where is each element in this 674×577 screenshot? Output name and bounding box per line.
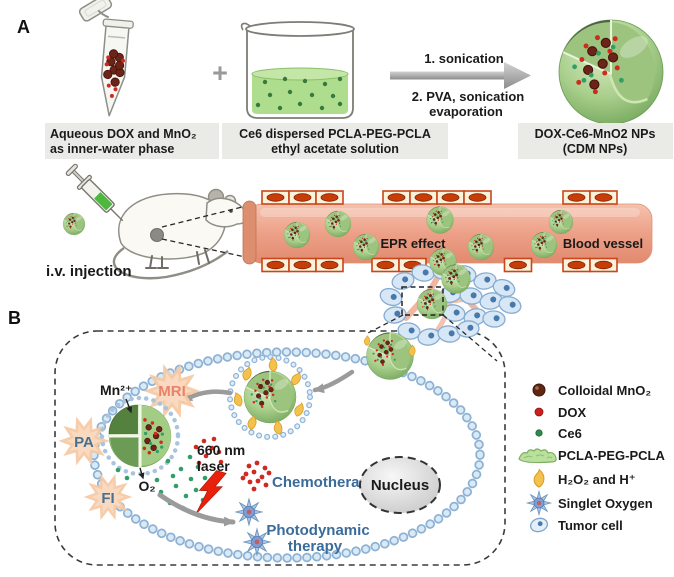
caption-product-line2: (CDM NPs) bbox=[563, 142, 628, 156]
caption-product: DOX-Ce6-MnO2 NPs (CDM NPs) bbox=[518, 123, 673, 159]
cell-membrane bbox=[89, 347, 485, 563]
caption-tube-line1: Aqueous DOX and MnO₂ bbox=[50, 127, 197, 141]
syringe-icon bbox=[65, 163, 124, 222]
nanoparticle-icon bbox=[441, 264, 471, 294]
pdt-label-line1: Photodynamic bbox=[266, 522, 369, 539]
caption-beaker-line2: ethyl acetate solution bbox=[271, 142, 399, 156]
panel-b-label: B bbox=[8, 308, 21, 328]
chemotherapy-label: Chemotherapy bbox=[272, 474, 378, 491]
step-sonication: 1. sonication bbox=[424, 51, 504, 66]
iv-injection-label: i.v. injection bbox=[46, 263, 132, 280]
ce6-dot-icon bbox=[535, 429, 543, 437]
panel-a: + 1. sonication 2. PVA, sonication evapo… bbox=[45, 0, 673, 159]
lightning-bolt-icon bbox=[195, 470, 227, 515]
chemo-dox-dots bbox=[240, 460, 272, 492]
ce6-dots bbox=[255, 76, 343, 111]
laser-label-line1: 660 nm bbox=[197, 442, 245, 458]
nucleus: Nucleus bbox=[359, 456, 441, 514]
fi-label: FI bbox=[101, 490, 114, 507]
singlet-oxygen-icon bbox=[526, 490, 552, 516]
mn2-arrow bbox=[125, 398, 133, 414]
legend-label: PCLA-PEG-PCLA bbox=[558, 448, 666, 463]
legend-item: Singlet Oxygen bbox=[526, 490, 653, 516]
legend-item: H₂O₂ and H⁺ bbox=[533, 469, 636, 488]
pdt-arrow bbox=[157, 492, 236, 527]
legend-item: DOX bbox=[534, 405, 587, 420]
tumor-site bbox=[150, 228, 164, 242]
zoom-target-box bbox=[401, 286, 444, 316]
released-dox-dots bbox=[193, 436, 224, 466]
epr-effect-label: EPR effect bbox=[380, 236, 446, 251]
nanoparticle-icon bbox=[243, 370, 297, 424]
tumor-cell-icon bbox=[529, 517, 549, 533]
beaker-icon bbox=[240, 21, 355, 119]
singlet-oxygen-icon bbox=[235, 498, 263, 526]
laser-label-line2: laser bbox=[197, 458, 230, 474]
mno2-dot-icon bbox=[532, 383, 546, 397]
zoom-lines-cell bbox=[367, 314, 498, 362]
polymer-icon bbox=[518, 448, 557, 464]
caption-tube: Aqueous DOX and MnO₂ as inner-water phas… bbox=[45, 123, 219, 159]
mri-label: MRI bbox=[158, 383, 186, 400]
flame-icon bbox=[363, 335, 371, 346]
endosome bbox=[227, 354, 313, 440]
step-pva: 2. PVA, sonication bbox=[412, 89, 525, 104]
legend-item: Ce6 bbox=[535, 426, 582, 441]
legend-item: Tumor cell bbox=[529, 517, 623, 533]
uptake-arrow bbox=[312, 369, 355, 394]
circulation-section: i.v. injection EPR effect Blood vesse bbox=[46, 163, 653, 280]
plus-sign: + bbox=[212, 58, 228, 88]
tumor-cell-cluster bbox=[367, 248, 524, 362]
caption-tube-line2: as inner-water phase bbox=[50, 142, 174, 156]
legend-label: DOX bbox=[558, 405, 587, 420]
pa-label: PA bbox=[74, 434, 94, 451]
nanoparticle-icon bbox=[62, 212, 86, 236]
mn2-label: Mn²⁺ bbox=[100, 382, 132, 398]
blood-vessel-label: Blood vessel bbox=[563, 236, 643, 251]
cdm-nanoparticle-icon bbox=[557, 18, 665, 126]
caption-beaker-line1: Ce6 dispersed PCLA-PEG-PCLA bbox=[239, 127, 431, 141]
caption-product-line1: DOX-Ce6-MnO2 NPs bbox=[535, 127, 656, 141]
zoom-lines-vessel bbox=[161, 204, 251, 259]
legend-label: Colloidal MnO₂ bbox=[558, 383, 651, 398]
o2-label: O₂ bbox=[138, 478, 155, 494]
step-evaporation: evaporation bbox=[429, 104, 503, 119]
nucleus-label: Nucleus bbox=[371, 477, 429, 494]
flame-icon bbox=[533, 469, 545, 488]
tumor-cell-interior: MRI PA FI Mn²⁺ O₂ 660 nm laser Chemother… bbox=[58, 331, 485, 563]
centrifuge-tube-icon bbox=[78, 0, 134, 117]
endothelial-cells-top bbox=[261, 190, 618, 205]
reaction-arrow bbox=[390, 62, 531, 89]
mouse-icon bbox=[112, 188, 249, 280]
caption-beaker: Ce6 dispersed PCLA-PEG-PCLA ethyl acetat… bbox=[222, 123, 448, 159]
legend: Colloidal MnO₂ DOX Ce6 PCLA-PEG-PCLA H₂O… bbox=[518, 383, 666, 533]
legend-item: Colloidal MnO₂ bbox=[532, 383, 651, 398]
legend-label: Ce6 bbox=[558, 426, 582, 441]
panel-a-label: A bbox=[17, 17, 30, 37]
pdt-label-line2: therapy bbox=[288, 538, 343, 555]
legend-label: Tumor cell bbox=[558, 518, 623, 533]
legend-label: Singlet Oxygen bbox=[558, 496, 653, 511]
o2-arrow bbox=[138, 467, 145, 480]
legend-item: PCLA-PEG-PCLA bbox=[518, 448, 666, 464]
endocytosed-nanoparticle-icon bbox=[365, 331, 415, 381]
legend-label: H₂O₂ and H⁺ bbox=[558, 472, 636, 487]
dox-dot-icon bbox=[534, 407, 544, 417]
panel-b-frame bbox=[54, 330, 506, 566]
